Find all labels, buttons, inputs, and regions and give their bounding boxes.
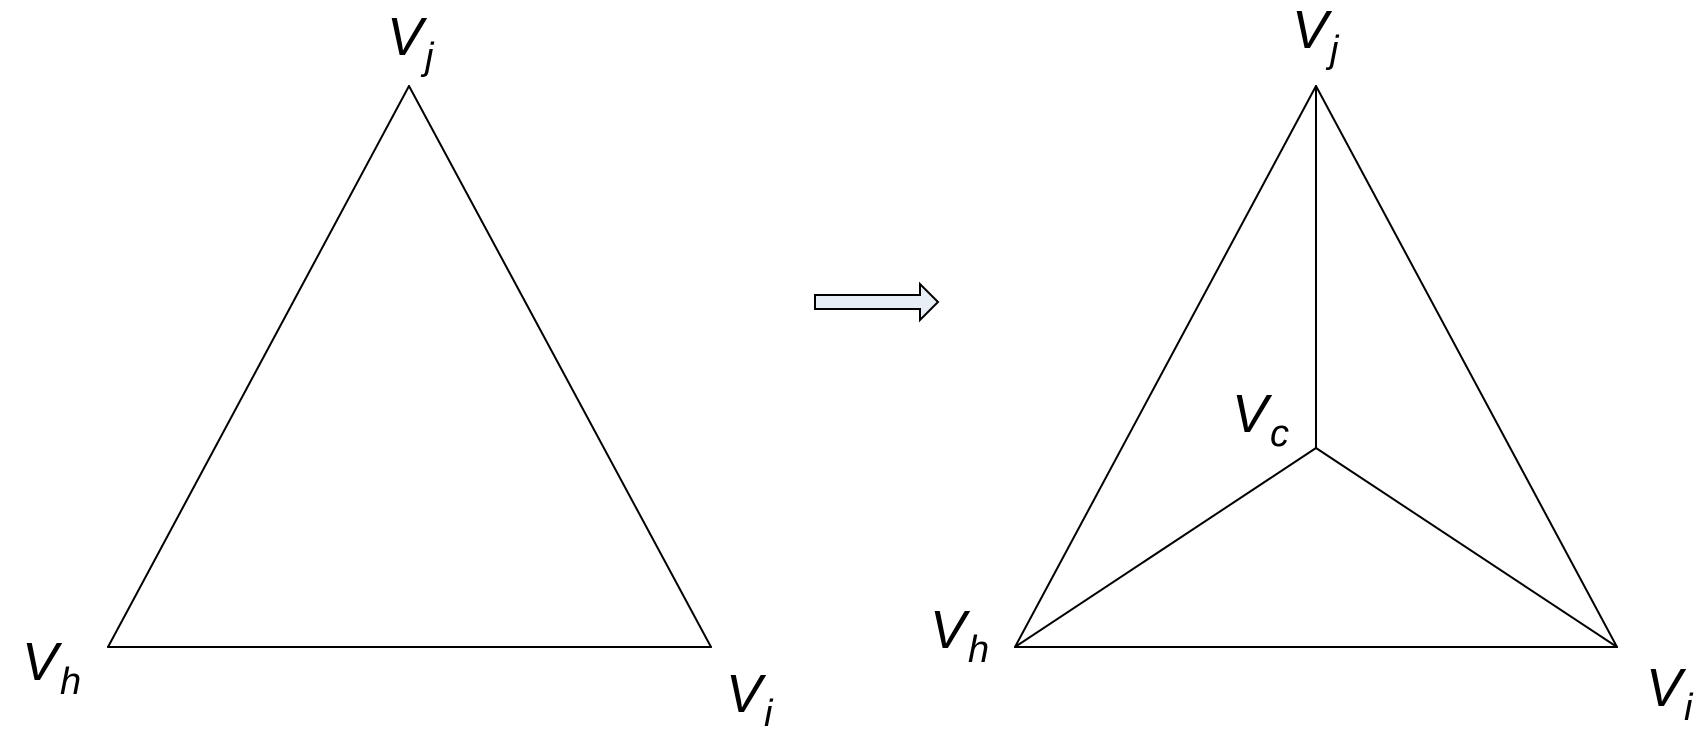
right-vertex-vj-label: Vj [1292,0,1340,71]
right-vertex-vc-label: Vc [1232,384,1289,455]
right-edge-vc-vi [1315,447,1618,648]
right-arrow-icon [814,281,940,323]
left-edge-vj-vi [408,85,712,648]
right-edge-vh-vj [1014,85,1317,648]
right-triangle: Vj Vh Vi Vc [930,0,1694,729]
right-vertex-vi-label: Vi [1646,658,1694,729]
left-vertex-vj-label: Vj [387,7,435,78]
left-vertex-vi-label: Vi [726,664,774,735]
left-vertex-vh-label: Vh [22,632,81,703]
left-triangle: Vj Vh Vi [22,7,774,735]
right-vertex-vh-label: Vh [930,600,989,671]
left-edge-vh-vj [107,85,410,648]
right-edge-vj-vi [1315,85,1618,648]
arrow-shape [814,281,940,323]
right-edge-vc-vh [1014,447,1317,648]
